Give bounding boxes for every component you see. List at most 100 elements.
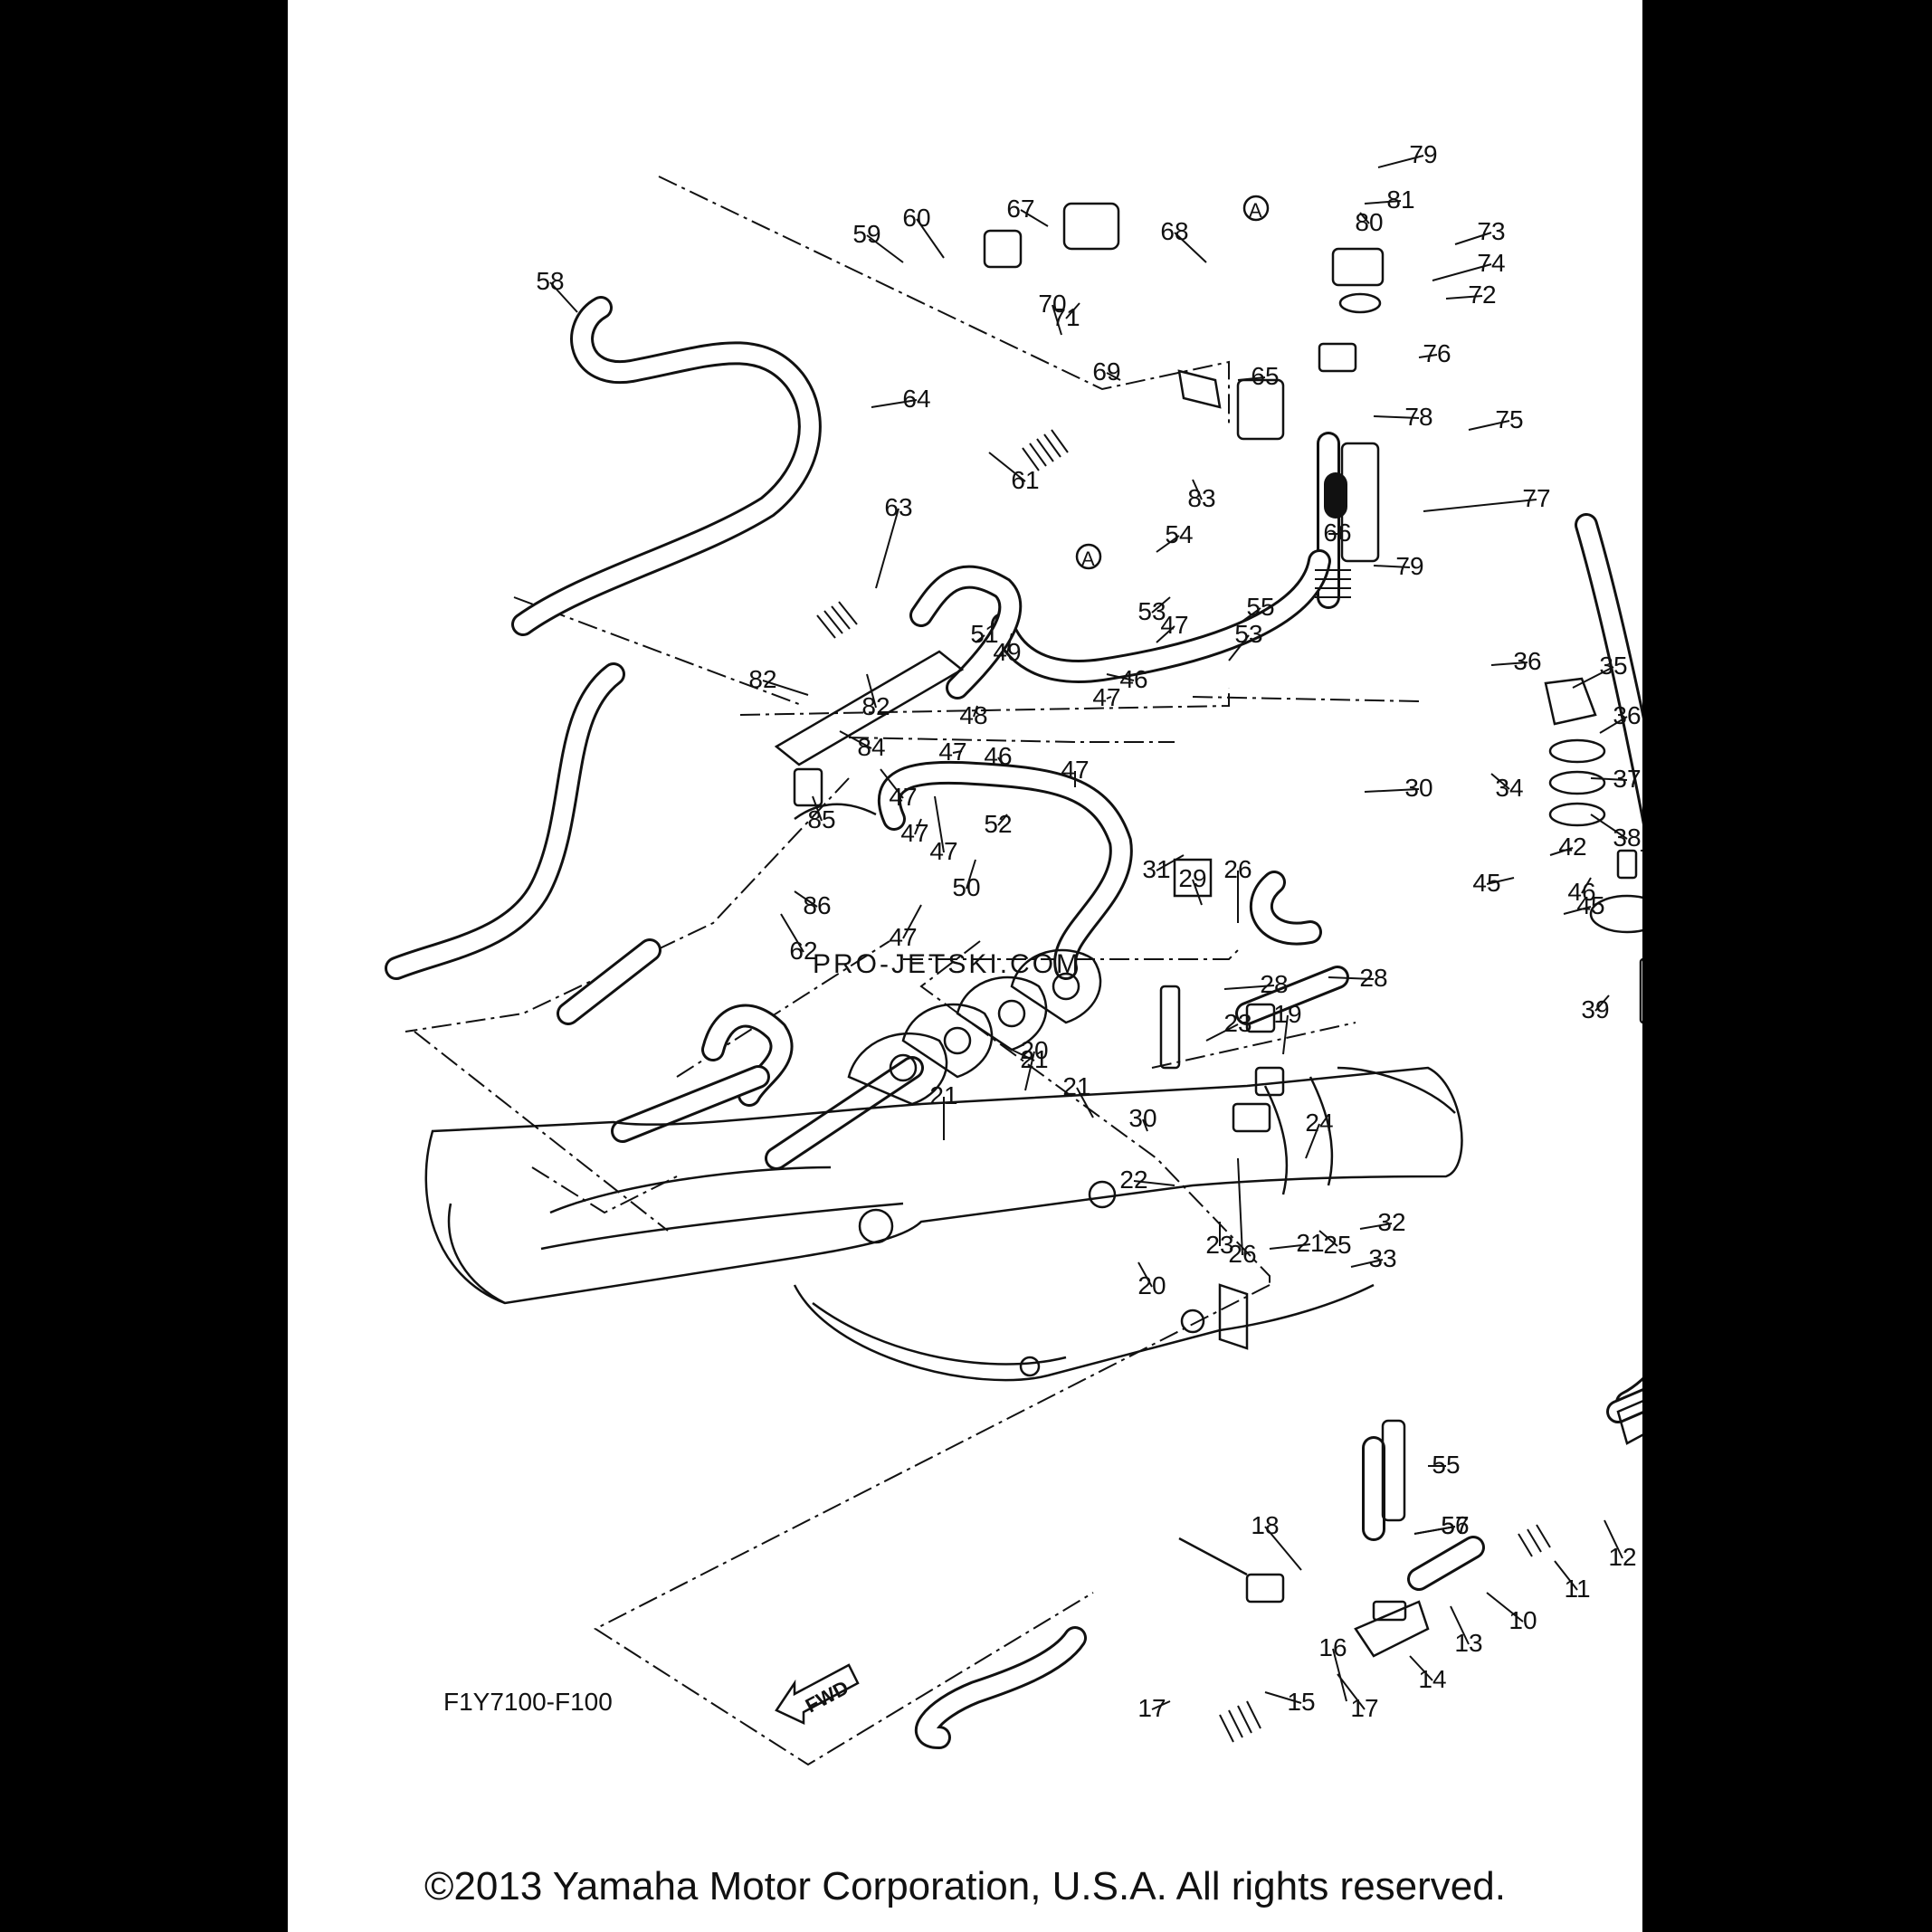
callout-leader-32 <box>1359 1223 1393 1230</box>
callout-65: 65 <box>1251 362 1279 390</box>
callout-leader-21 <box>1076 1087 1094 1118</box>
callout-47: 47 <box>1160 611 1188 639</box>
callout-leader-71 <box>1065 302 1080 319</box>
callout-leader-36 <box>1599 716 1628 734</box>
callout-leader-17 <box>1151 1700 1171 1710</box>
callout-leader-11 <box>1554 1560 1578 1591</box>
callout-77: 77 <box>1522 484 1550 512</box>
callout-leader-61 <box>988 452 1026 482</box>
callout-23: 23 <box>1205 1231 1233 1259</box>
callout-leader-82 <box>762 680 809 696</box>
callout-54: 54 <box>1165 520 1193 548</box>
callout-26: 26 <box>1223 855 1252 883</box>
fwd-arrow: FWD <box>775 1663 860 1725</box>
callout-82: 82 <box>748 665 776 693</box>
callout-leader-67 <box>1020 209 1049 227</box>
callout-leader-70 <box>1052 304 1062 336</box>
diagram-code: F1Y7100-F100 <box>443 1688 613 1716</box>
ref-marker-a-top: A <box>1249 199 1262 222</box>
callout-10: 10 <box>1508 1606 1537 1634</box>
callout-47: 47 <box>889 923 917 951</box>
callout-47: 47 <box>1061 756 1089 784</box>
callout-14: 14 <box>1418 1665 1446 1693</box>
callout-leader-22 <box>1133 1180 1175 1186</box>
callout-leader-20 <box>1024 1051 1035 1091</box>
callout-leader-25 <box>1318 1230 1338 1247</box>
callout-29: 29 <box>1178 864 1206 892</box>
callout-52: 52 <box>984 810 1012 838</box>
exhaust-manifold-assembly <box>424 948 1463 1382</box>
callout-leader-49 <box>1006 633 1013 654</box>
callout-79: 79 <box>1409 140 1437 168</box>
callout-68: 68 <box>1160 217 1188 245</box>
callout-39: 39 <box>1581 995 1609 1023</box>
callout-55: 55 <box>1246 593 1274 621</box>
callout-19: 19 <box>1273 1000 1301 1028</box>
callout-leader-81 <box>1364 200 1402 205</box>
callout-28: 28 <box>1260 970 1288 998</box>
callout-53: 53 <box>1137 597 1166 625</box>
callout-21: 21 <box>1062 1072 1090 1100</box>
callout-leader-46 <box>1581 877 1592 894</box>
callout-leader-21 <box>1011 1049 1035 1061</box>
callout-50: 50 <box>952 873 980 901</box>
callout-18: 18 <box>1251 1511 1279 1539</box>
callout-84: 84 <box>857 733 885 761</box>
callout-71: 71 <box>1052 303 1080 331</box>
callout-57: 57 <box>1441 1511 1469 1539</box>
callout-leader-47 <box>1156 625 1175 643</box>
callout-47: 47 <box>900 819 928 847</box>
callout-48: 48 <box>959 701 987 729</box>
callout-leader-73 <box>1454 232 1492 245</box>
callout-76: 76 <box>1423 339 1451 367</box>
callout-leader-83 <box>1192 479 1203 500</box>
callout-leader-80 <box>1359 212 1370 224</box>
callout-leader-59 <box>866 234 904 263</box>
callout-leader-34 <box>1490 773 1510 790</box>
components <box>774 202 1642 1658</box>
callout-85: 85 <box>807 805 835 833</box>
callout-21: 21 <box>1296 1229 1324 1257</box>
callout-leader-65 <box>1237 376 1266 381</box>
callout-75: 75 <box>1495 405 1523 433</box>
callout-leader-30 <box>1364 788 1420 793</box>
callout-79: 79 <box>1395 552 1423 580</box>
callout-64: 64 <box>902 385 930 413</box>
callout-leader-58 <box>549 281 578 313</box>
callout-73: 73 <box>1477 217 1505 245</box>
callout-leader-64 <box>871 399 918 408</box>
callout-leader-60 <box>916 218 945 259</box>
callout-23: 23 <box>1223 1009 1252 1037</box>
callout-leader-63 <box>875 508 899 589</box>
callout-36: 36 <box>1613 701 1641 729</box>
callout-leader-62 <box>780 913 804 953</box>
callout-83: 83 <box>1187 484 1215 512</box>
callout-leader-54 <box>1156 535 1180 553</box>
callout-leader-31 <box>1156 854 1185 871</box>
callout-leader-76 <box>1418 354 1438 358</box>
callout-leader-47 <box>952 750 963 754</box>
callout-leader-74 <box>1432 263 1492 281</box>
callout-46: 46 <box>1567 878 1595 906</box>
callout-32: 32 <box>1377 1208 1405 1236</box>
watermark: PRO-JETSKI.COM <box>813 949 1081 979</box>
callout-78: 78 <box>1404 403 1432 431</box>
callout-leader-38 <box>1590 814 1628 840</box>
callout-70: 70 <box>1038 290 1066 318</box>
callout-leader-42 <box>1549 847 1574 856</box>
callout-21: 21 <box>1020 1045 1048 1073</box>
callout-47: 47 <box>938 738 966 766</box>
callout-67: 67 <box>1006 195 1034 223</box>
callout-61: 61 <box>1011 466 1039 494</box>
callout-leader-82 <box>866 673 877 709</box>
callout-leader-51 <box>975 634 985 643</box>
callout-leader-12 <box>1604 1519 1623 1559</box>
callout-20: 20 <box>1020 1036 1048 1064</box>
callout-20: 20 <box>1137 1271 1166 1299</box>
callout-35: 35 <box>1599 652 1627 680</box>
callout-leader-53 <box>1151 596 1171 614</box>
callout-leader-46 <box>997 757 1004 766</box>
callout-11: 11 <box>1564 1575 1590 1603</box>
callout-63: 63 <box>884 493 912 521</box>
callout-leader-18 <box>1264 1526 1302 1571</box>
